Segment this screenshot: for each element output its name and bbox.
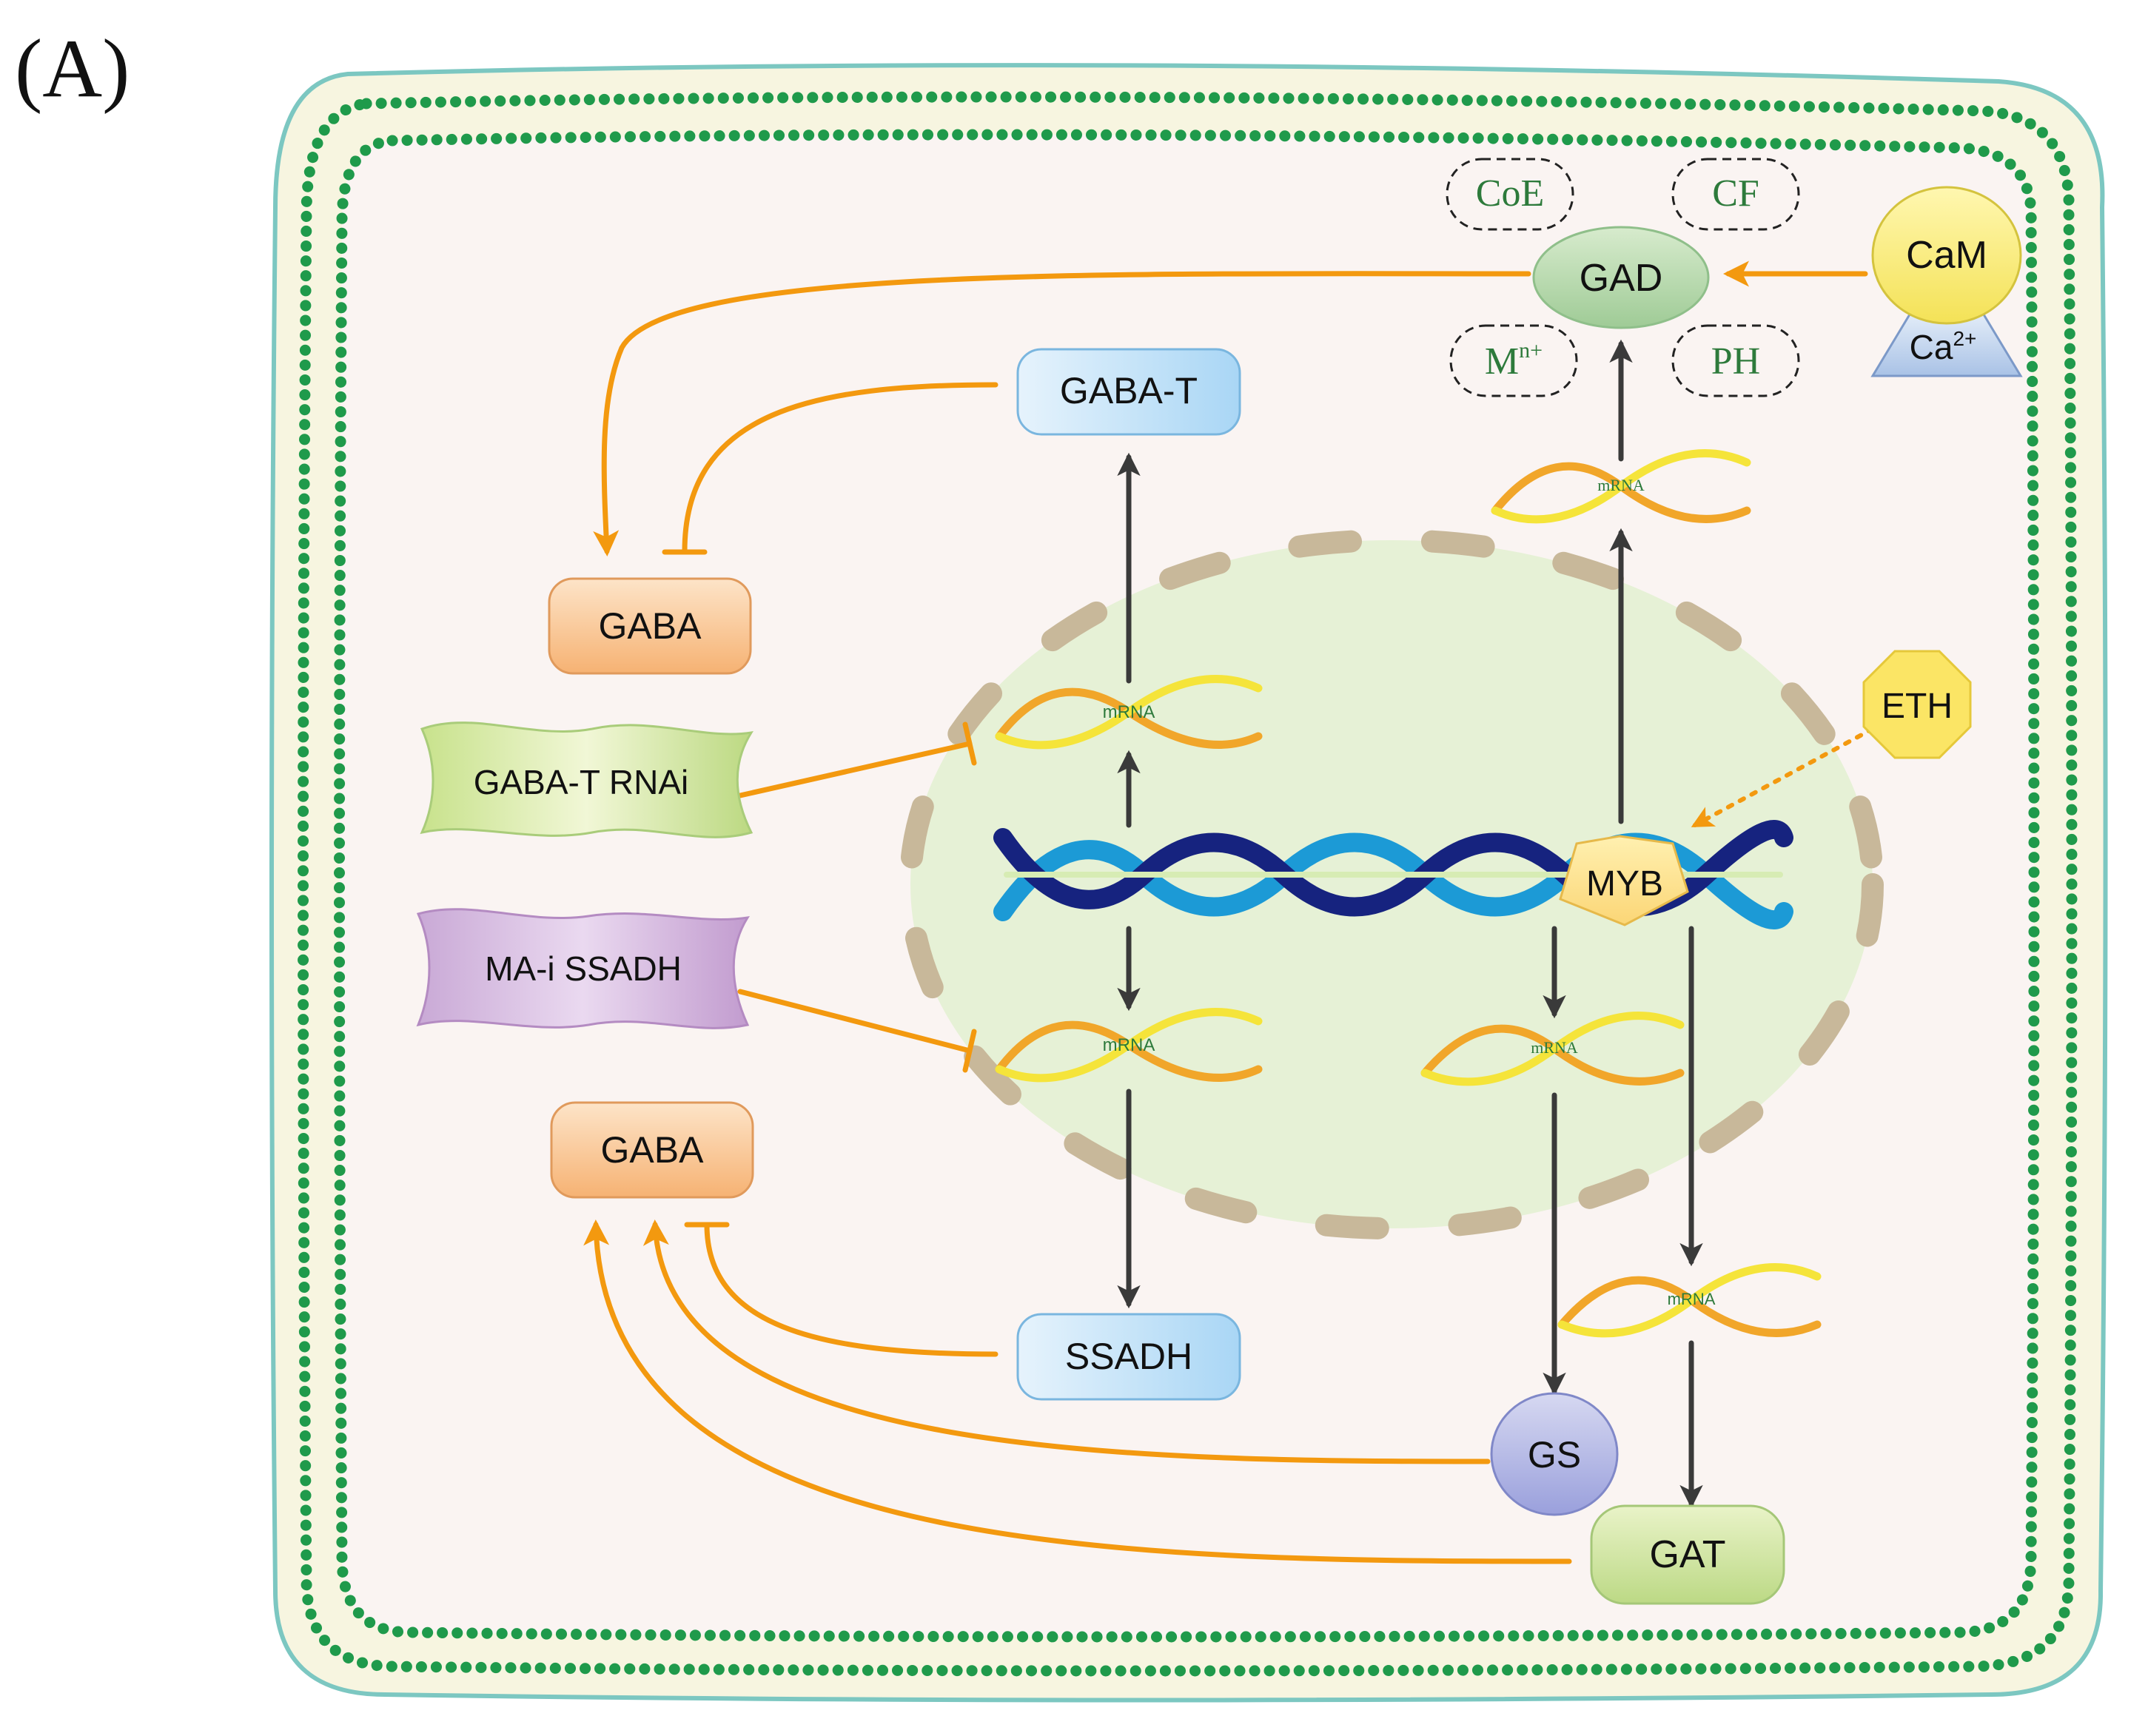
mrna-gad: mRNA: [1491, 449, 1751, 524]
ma-i-ssadh-node: MA-i SSADH: [416, 908, 751, 1029]
dark-pathways: [1117, 339, 1703, 1509]
eth-node: ETH: [1862, 650, 1972, 759]
gs-node: GS: [1490, 1392, 1619, 1516]
cam-complex: CaM Ca2+: [1870, 186, 2023, 377]
svg-text:GAD: GAD: [1580, 257, 1663, 300]
cofactor-coe: CoE: [1446, 158, 1574, 231]
svg-text:CaM: CaM: [1906, 234, 1987, 277]
mrna-strands: mRNA mRNA mRNA mRNA mRNA: [995, 449, 1822, 1338]
inhibit-gabat-to-gaba: [682, 382, 999, 554]
inhibit-maissadh-to-mrna: [737, 989, 973, 1054]
cofactor-ph: PH: [1671, 324, 1800, 397]
cam-node: [1871, 186, 2022, 325]
svg-text:ETH: ETH: [1882, 687, 1953, 726]
cofactors: CoE CF Mn+ PH: [1446, 158, 1800, 397]
gad-node: GAD: [1532, 226, 1710, 329]
svg-text:GABA: GABA: [599, 605, 702, 647]
cofactor-cf: CF: [1671, 158, 1800, 231]
svg-text:CF: CF: [1712, 172, 1759, 215]
svg-text:Mn+: Mn+: [1485, 338, 1543, 383]
mrna-nucleus-top: mRNA: [995, 675, 1263, 750]
gaba-node-bottom: GABA: [550, 1101, 754, 1199]
svg-text:GABA: GABA: [601, 1129, 705, 1171]
svg-text:CoE: CoE: [1476, 172, 1544, 215]
arrow-gad-to-gaba: [593, 271, 1531, 556]
ssadh-node: SSADH: [1016, 1313, 1241, 1401]
gaba-node-top: GABA: [548, 577, 752, 675]
mrna-nucleus-bottom: mRNA: [995, 1008, 1263, 1083]
arrow-gs-to-gaba: [642, 1219, 1491, 1464]
svg-text:mRNA: mRNA: [1103, 1035, 1155, 1055]
svg-text:MYB: MYB: [1586, 864, 1663, 904]
panel-label: (A): [15, 23, 130, 115]
svg-text:mRNA: mRNA: [1531, 1038, 1578, 1057]
mrna-gs: mRNA: [1420, 1012, 1685, 1086]
gaba-t-rnai-node: GABA-T RNAi: [420, 721, 754, 838]
cofactor-metal-ion: Mn+: [1449, 324, 1578, 397]
svg-text:PH: PH: [1711, 340, 1760, 383]
svg-text:SSADH: SSADH: [1065, 1336, 1192, 1377]
inhibit-ssadh-to-gaba: [704, 1222, 999, 1357]
svg-text:GAT: GAT: [1649, 1533, 1725, 1576]
svg-text:mRNA: mRNA: [1597, 476, 1645, 494]
gat-node: GAT: [1590, 1504, 1785, 1605]
svg-text:GS: GS: [1528, 1434, 1581, 1476]
svg-text:GABA-T: GABA-T: [1060, 370, 1198, 411]
myb-node: MYB: [1559, 835, 1689, 926]
inhibit-rnai-to-mrna: [737, 741, 973, 798]
svg-text:GABA-T RNAi: GABA-T RNAi: [474, 763, 689, 801]
mrna-gat: mRNA: [1557, 1263, 1822, 1338]
gaba-t-node: GABA-T: [1016, 348, 1241, 436]
svg-text:mRNA: mRNA: [1103, 702, 1155, 722]
arrow-gat-to-gaba: [583, 1219, 1572, 1564]
svg-text:Ca2+: Ca2+: [1910, 327, 1977, 366]
orange-pathways: [583, 260, 1875, 1564]
svg-text:MA-i SSADH: MA-i SSADH: [485, 949, 682, 988]
svg-text:mRNA: mRNA: [1668, 1290, 1716, 1308]
